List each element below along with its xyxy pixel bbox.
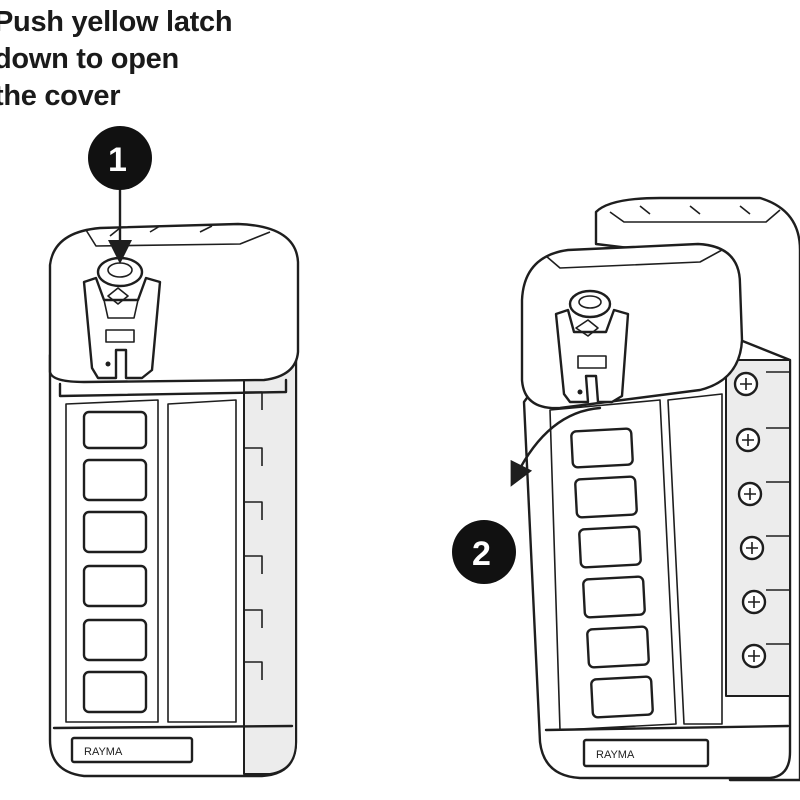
step-2-marker: 2 bbox=[452, 406, 602, 584]
step-1-number: 1 bbox=[108, 141, 127, 179]
open-cover-rim bbox=[545, 249, 723, 269]
open-back-ribs bbox=[639, 205, 751, 215]
step-1-marker: 1 bbox=[88, 126, 152, 264]
instruction-caption: Push yellow latch down to open the cover bbox=[0, 4, 233, 115]
instruction-line-1: Push yellow latch bbox=[0, 6, 233, 38]
step-2-number: 2 bbox=[472, 535, 491, 573]
closed-name-plate bbox=[70, 736, 194, 764]
open-name-plate-text: RAYMA bbox=[596, 749, 635, 761]
instruction-line-3: the cover bbox=[0, 80, 121, 112]
closed-label-windows bbox=[82, 410, 148, 714]
device-open: RAYMA bbox=[520, 196, 800, 782]
open-bottom-band bbox=[544, 724, 790, 732]
open-back-rim bbox=[609, 209, 781, 223]
device-closed: RAYMA bbox=[48, 222, 300, 778]
closed-cover-band bbox=[58, 378, 288, 398]
instruction-line-2: down to open bbox=[0, 43, 179, 75]
open-name-plate bbox=[582, 738, 710, 768]
closed-side-terminals bbox=[244, 391, 263, 680]
closed-panel-outline bbox=[65, 399, 237, 723]
terminal-strip bbox=[725, 359, 791, 697]
closed-cover-ribs bbox=[109, 225, 213, 237]
closed-side-wall bbox=[243, 319, 297, 775]
closed-bottom-band bbox=[52, 724, 294, 730]
closed-name-plate-text: RAYMA bbox=[84, 746, 123, 758]
rotation-arrow bbox=[510, 406, 602, 487]
open-label-windows bbox=[570, 427, 654, 719]
latch-open bbox=[554, 289, 630, 404]
closed-cover-rim bbox=[85, 229, 271, 247]
open-tilted-cover bbox=[520, 242, 744, 410]
open-panel-outline bbox=[549, 393, 723, 731]
